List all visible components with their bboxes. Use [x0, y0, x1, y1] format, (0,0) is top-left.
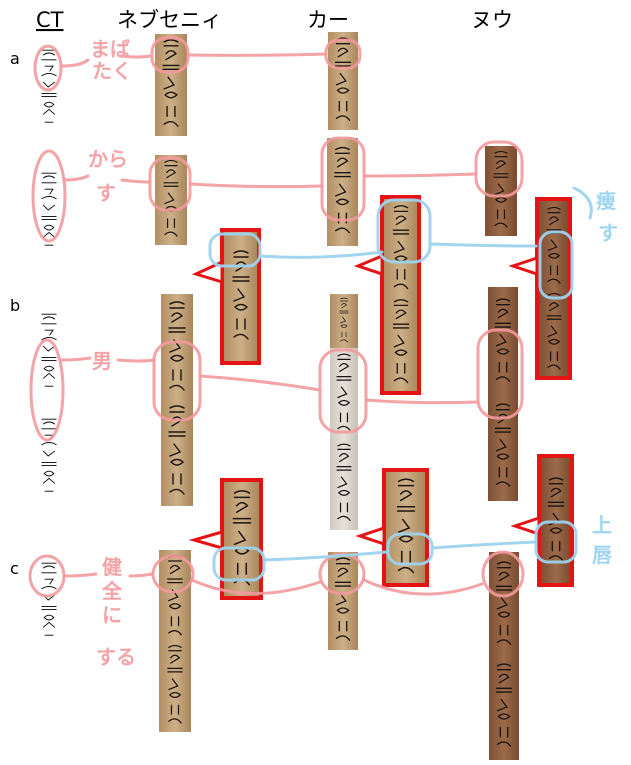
nebseni-strips [155, 34, 193, 732]
note-sharpen-1: から [88, 147, 128, 171]
inset-ka-top [353, 195, 421, 395]
row-label-c: c [10, 559, 19, 578]
nu-strips [485, 146, 519, 760]
row-label-b: b [10, 296, 20, 315]
header-nebseni: ネブセニィ [117, 8, 222, 32]
header-nu: ヌウ [471, 8, 513, 32]
inset-nebseni-bottom [188, 478, 263, 600]
note-man: 男 [92, 349, 112, 373]
note-blink-2: たく [92, 59, 132, 83]
note-provide-4: する [96, 645, 136, 669]
inset-ka-bottom [355, 468, 429, 587]
note-emaciate-2: す [598, 221, 618, 245]
header-ka: カー [307, 8, 349, 32]
header-ct: CT [36, 8, 64, 32]
note-emaciate-1: 痩 [596, 189, 617, 213]
note-upper-lip-1: 上 [592, 513, 612, 537]
note-provide-2: 全 [101, 579, 123, 603]
note-upper-lip-2: 唇 [592, 543, 613, 567]
inset-nu-top [508, 197, 572, 380]
note-sharpen-2: す [96, 181, 116, 205]
row-label-a: a [10, 49, 20, 68]
note-provide-3: に [102, 603, 122, 627]
note-provide-1: 健 [102, 555, 122, 579]
blue-links [208, 186, 593, 582]
pink-links [28, 36, 525, 598]
ka-strips [327, 32, 358, 650]
inset-nebseni-top [191, 228, 261, 365]
note-blink-1: まば [90, 37, 130, 61]
